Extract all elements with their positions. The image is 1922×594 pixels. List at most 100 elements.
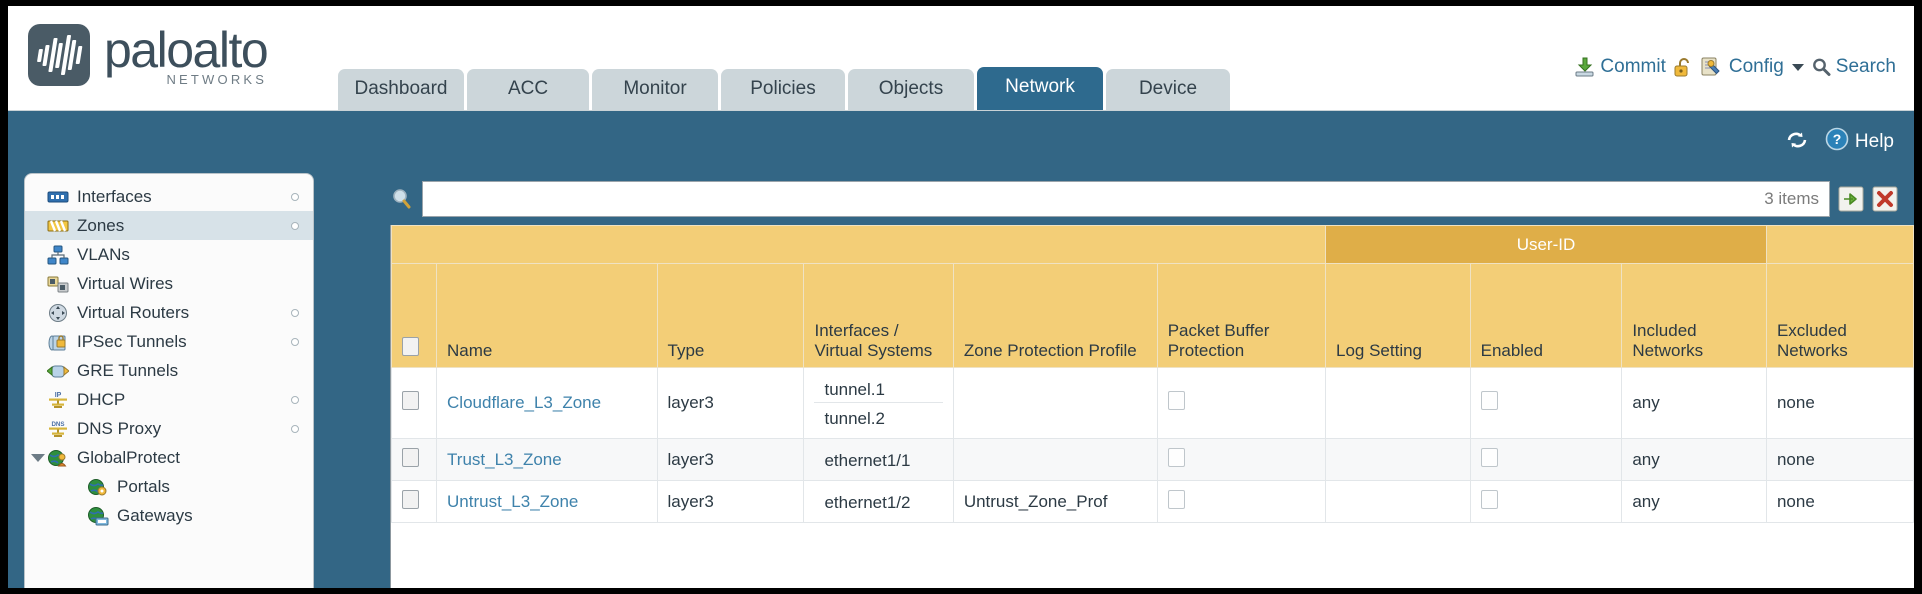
sidebar-item-virtual-wires[interactable]: Virtual Wires	[25, 269, 313, 298]
column-header-zone-protection-profile[interactable]: Zone Protection Profile	[952, 263, 1158, 368]
tab-label: Network	[1005, 76, 1075, 97]
zone-name-link[interactable]: Untrust_L3_Zone	[447, 491, 579, 511]
column-header-interfaces-virtual-systems[interactable]: Interfaces / Virtual Systems	[803, 263, 954, 368]
zone-name-link[interactable]: Trust_L3_Zone	[447, 449, 562, 469]
userid-enabled-checkbox[interactable]	[1480, 489, 1498, 509]
cell-excluded-networks: none	[1765, 438, 1914, 481]
select-all-checkbox[interactable]	[402, 337, 419, 356]
row-select-checkbox[interactable]	[402, 447, 419, 467]
interface-entry: tunnel.1	[814, 374, 943, 403]
column-header-packet-buffer-protection[interactable]: Packet Buffer Protection	[1156, 263, 1327, 368]
zone-name-link[interactable]: Cloudflare_L3_Zone	[447, 393, 602, 412]
cell-type: layer3	[656, 480, 805, 523]
column-header-type[interactable]: Type	[656, 263, 805, 368]
apply-filter-button[interactable]	[1838, 186, 1864, 212]
expander-triangle-icon[interactable]	[31, 453, 45, 462]
cell-packet-buffer-protection	[1156, 480, 1327, 523]
tab-label: Device	[1138, 78, 1198, 99]
row-select-cell	[391, 438, 438, 481]
refresh-icon[interactable]	[1785, 129, 1809, 156]
config-label: Config	[1728, 56, 1784, 77]
tab-label: Dashboard	[354, 78, 448, 99]
column-header-excluded-networks[interactable]: Excluded Networks	[1765, 263, 1914, 368]
sidebar-item-virtual-routers[interactable]: Virtual Routers	[25, 298, 313, 327]
tab-dashboard[interactable]: Dashboard	[338, 69, 464, 110]
sidebar-item-dns-proxy[interactable]: DNS DNS Proxy	[25, 414, 313, 443]
column-header-name[interactable]: Name	[436, 263, 658, 368]
virtual-wires-icon	[47, 274, 69, 294]
help-button[interactable]: ? Help	[1825, 127, 1894, 157]
interface-entry: ethernet1/2	[824, 493, 911, 512]
sidebar-item-status-dot	[291, 308, 299, 317]
search-label: Search	[1835, 56, 1896, 77]
tab-label: Objects	[878, 78, 944, 99]
dns-proxy-icon: DNS	[47, 419, 69, 439]
tab-policies[interactable]: Policies	[721, 69, 845, 110]
search-input[interactable]: 3 items	[422, 181, 1830, 217]
packet-buffer-protection-checkbox[interactable]	[1167, 447, 1185, 467]
sidebar-item-ipsec-tunnels[interactable]: IPSec Tunnels	[25, 327, 313, 356]
userid-enabled-checkbox[interactable]	[1480, 447, 1498, 467]
help-label: Help	[1854, 131, 1894, 152]
packet-buffer-protection-checkbox[interactable]	[1167, 391, 1185, 410]
clear-filter-button[interactable]	[1872, 186, 1898, 212]
sidebar-item-zones[interactable]: Zones	[25, 211, 313, 240]
cell-zone-protection-profile	[952, 367, 1158, 439]
packet-buffer-protection-checkbox[interactable]	[1167, 489, 1185, 509]
column-header-included-networks[interactable]: Included Networks	[1621, 263, 1767, 368]
filter-search-icon[interactable]	[390, 187, 414, 211]
main-panel: 3 items	[390, 173, 1914, 588]
cell-log-setting	[1325, 367, 1471, 439]
sidebar-item-gateways[interactable]: Gateways	[25, 501, 313, 530]
cell-included-networks: any	[1621, 367, 1767, 439]
svg-text:DNS: DNS	[51, 421, 64, 428]
sidebar-item-status-dot	[291, 192, 299, 201]
tab-monitor[interactable]: Monitor	[592, 69, 718, 110]
tab-objects[interactable]: Objects	[848, 69, 974, 110]
search-button[interactable]: Search	[1811, 56, 1896, 78]
row-select-cell	[391, 480, 438, 523]
sidebar-item-status-dot	[291, 424, 299, 433]
sidebar-item-label: DHCP	[77, 389, 126, 409]
chevron-down-icon	[1791, 63, 1804, 71]
items-count: 3 items	[1764, 189, 1819, 208]
unlock-icon	[1673, 56, 1693, 78]
cell-included-networks: any	[1621, 480, 1767, 523]
sidebar-item-interfaces[interactable]: Interfaces	[25, 182, 313, 211]
sidebar-item-label: DNS Proxy	[77, 418, 162, 438]
tab-device[interactable]: Device	[1106, 69, 1230, 110]
row-select-checkbox[interactable]	[402, 391, 419, 410]
sidebar-item-vlans[interactable]: VLANs	[25, 240, 313, 269]
config-menu[interactable]: Config	[1700, 56, 1804, 78]
tab-network[interactable]: Network	[977, 67, 1103, 110]
sidebar-item-gre-tunnels[interactable]: GRE Tunnels	[25, 356, 313, 385]
unlock-button[interactable]	[1673, 56, 1693, 78]
tab-acc[interactable]: ACC	[467, 69, 589, 110]
top-toolbar: Commit	[1573, 56, 1896, 78]
cell-interfaces: ethernet1/2	[803, 480, 954, 523]
sidebar-item-label: Virtual Wires	[77, 273, 174, 293]
group-header-userid: User-ID	[1325, 225, 1767, 264]
userid-enabled-checkbox[interactable]	[1480, 391, 1498, 410]
commit-button[interactable]: Commit	[1573, 56, 1666, 78]
sidebar-item-portals[interactable]: Portals	[25, 472, 313, 501]
sidebar-item-label: GRE Tunnels	[77, 360, 179, 380]
row-select-checkbox[interactable]	[402, 489, 419, 509]
tab-label: ACC	[507, 78, 549, 99]
sidebar-item-label: VLANs	[77, 244, 130, 264]
sidebar-item-status-dot	[291, 337, 299, 346]
column-header-enabled[interactable]: Enabled	[1469, 263, 1623, 368]
column-header-log-setting[interactable]: Log Setting	[1325, 263, 1471, 368]
sidebar-item-status-dot	[291, 221, 299, 230]
search-row: 3 items	[390, 179, 1898, 219]
sidebar-item-globalprotect[interactable]: GlobalProtect	[25, 443, 313, 472]
cell-log-setting	[1325, 480, 1471, 523]
